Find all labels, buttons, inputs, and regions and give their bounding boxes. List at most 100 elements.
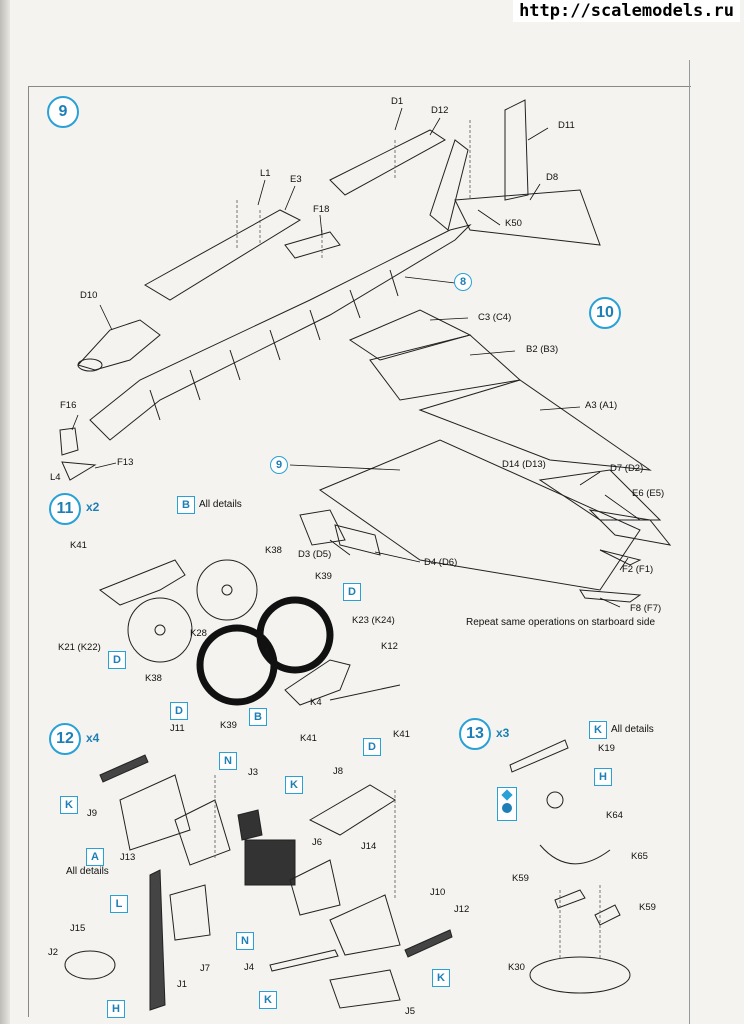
part-label: K59 <box>512 873 529 884</box>
color-box-d: D <box>108 651 126 669</box>
part-label: K41 <box>393 729 410 740</box>
mount-j14 <box>289 859 341 916</box>
leader-dashed <box>214 120 601 960</box>
part-label: F18 <box>313 204 330 215</box>
part-label: F8 (F7) <box>630 603 662 614</box>
part-label: E3 <box>290 174 302 185</box>
watermark-url[interactable]: http://scalemodels.ru <box>513 0 740 22</box>
color-box-n: N <box>236 932 254 950</box>
spinner-j2 <box>64 950 116 980</box>
part-label: K19 <box>598 743 615 754</box>
canopy-d10 <box>77 319 161 371</box>
part-label: D14 (D13) <box>502 459 546 470</box>
step-12-marker: 12 <box>49 723 81 755</box>
part-label: J13 <box>120 852 136 863</box>
part-label: K12 <box>381 641 398 652</box>
color-box-d: D <box>343 583 361 601</box>
all-details-note: All details <box>66 866 109 877</box>
step-11-marker: 11 <box>49 493 81 525</box>
flap-e6 <box>588 509 672 546</box>
part-label: D4 (D6) <box>424 557 458 568</box>
part-label: J3 <box>248 767 259 778</box>
top-panel-d1 <box>329 129 446 196</box>
color-box-a: A <box>86 848 104 866</box>
aileron-f8 <box>579 589 642 603</box>
color-box-n: N <box>219 752 237 770</box>
part-label: B2 (B3) <box>526 344 559 355</box>
subassembly-9-marker: 9 <box>270 456 288 474</box>
part-label: K23 (K24) <box>352 615 395 626</box>
part-label: K41 <box>70 540 87 551</box>
part-label: J1 <box>177 979 188 990</box>
strip-j4 <box>269 949 339 972</box>
part-label: D1 <box>391 96 404 107</box>
part-label: D8 <box>546 172 559 183</box>
part-label: K65 <box>631 851 648 862</box>
color-box-b-all: B <box>177 496 195 514</box>
page-frame-right <box>689 60 690 1024</box>
engine-j6 <box>244 839 296 886</box>
color-box-h: H <box>594 768 612 786</box>
part-label: E6 (E5) <box>632 488 665 499</box>
all-details-note: All details <box>611 724 654 735</box>
part-label: K38 <box>265 545 282 556</box>
mount-k64 <box>546 791 564 809</box>
fuselage-outline <box>89 224 472 441</box>
canopy-f18 <box>284 231 341 259</box>
step-9-marker: 9 <box>47 96 79 128</box>
stabilizer-d8 <box>454 189 601 246</box>
color-box-d: D <box>170 702 188 720</box>
part-label: D10 <box>80 290 98 301</box>
color-box-k-all: K <box>589 721 607 739</box>
ring-k30 <box>529 956 631 994</box>
step-10-marker: 10 <box>589 297 621 329</box>
part-label: J11 <box>170 723 185 734</box>
part-label: K38 <box>145 673 162 684</box>
wheel-k38-rear <box>196 559 258 621</box>
part-k59a <box>554 889 586 909</box>
part-label: J5 <box>405 1006 416 1017</box>
propeller-j1 <box>149 869 166 1011</box>
mount-j13 <box>174 799 231 866</box>
color-box-h: H <box>107 1000 125 1018</box>
ring-k65 <box>539 844 611 865</box>
aileron-f2 <box>599 549 642 566</box>
part-label: J9 <box>87 808 98 819</box>
leg-f16 <box>59 427 79 456</box>
starboard-repeat-note: Repeat same operations on starboard side <box>466 617 656 628</box>
part-label: D11 <box>558 120 575 131</box>
part-k59b <box>594 904 621 926</box>
part-label: D7 (D2) <box>610 463 644 474</box>
fuselage-frame-lines <box>149 269 399 421</box>
color-box-l: L <box>110 895 128 913</box>
part-label: J15 <box>70 923 86 934</box>
tire-k39-front <box>196 624 278 706</box>
part-label: K59 <box>639 902 656 913</box>
color-box-k: K <box>259 991 277 1009</box>
subassembly-8-marker: 8 <box>454 273 472 291</box>
part-label: K41 <box>300 733 317 744</box>
wing-c3 <box>348 309 472 361</box>
color-box-k: K <box>285 776 303 794</box>
part-label: J2 <box>48 947 59 958</box>
step-13-marker: 13 <box>459 718 491 750</box>
fin-d11 <box>504 99 529 201</box>
part-label: J4 <box>244 962 255 973</box>
part-label: D3 (D5) <box>298 549 332 560</box>
step-12-multiplier: x4 <box>86 731 100 745</box>
panel-d3 <box>299 509 346 546</box>
color-box-b: B <box>249 708 267 726</box>
strut-k23 <box>284 659 351 706</box>
top-panel-e3 <box>144 209 302 301</box>
page-frame <box>28 86 691 1017</box>
part-label: J8 <box>333 766 344 777</box>
part-label: D12 <box>431 105 449 116</box>
part-label: A3 (A1) <box>585 400 618 411</box>
all-details-note: All details <box>199 499 242 510</box>
gear-strut-k21 <box>98 559 186 606</box>
part-label: K64 <box>606 810 623 821</box>
nose-ring <box>77 358 103 372</box>
part-label: L1 <box>260 168 271 179</box>
